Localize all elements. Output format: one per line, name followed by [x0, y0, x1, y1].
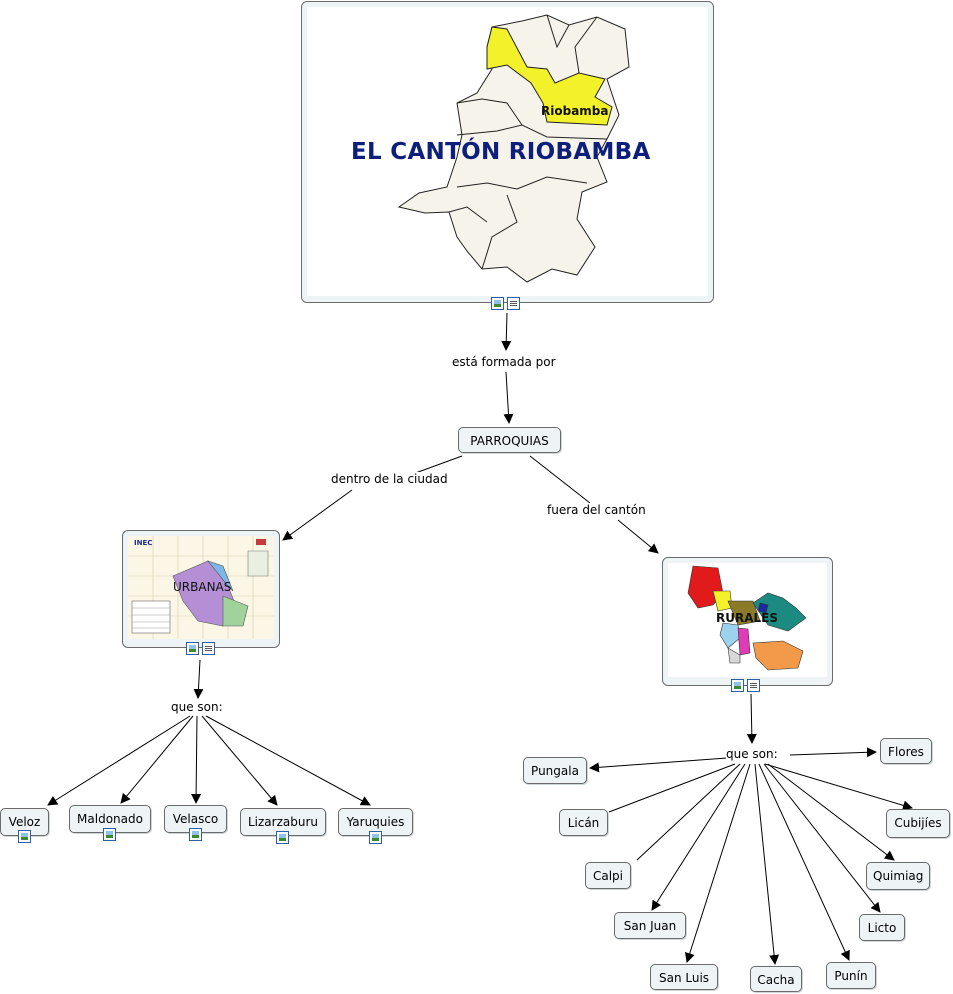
- parish-lizarzaburu[interactable]: Lizarzaburu: [240, 808, 326, 836]
- link-label-formed-by: está formada por: [452, 355, 556, 369]
- parish-cubijies[interactable]: Cubijíes: [886, 809, 950, 838]
- canton-map-image: [397, 14, 630, 283]
- image-resource-icon[interactable]: [369, 831, 382, 844]
- rurales-map-image: [687, 565, 807, 671]
- urbanas-map-image: INEC: [128, 536, 274, 639]
- canton-riobamba-map-node[interactable]: Riobamba: [301, 1, 714, 303]
- parish-calpi[interactable]: Calpi: [585, 862, 631, 889]
- urbanas-image-label: URBANAS: [173, 580, 232, 594]
- parish-lican[interactable]: Licán: [559, 809, 608, 836]
- map-highlight-label: Riobamba: [541, 104, 609, 118]
- image-resource-icon[interactable]: [276, 831, 289, 844]
- parish-flores[interactable]: Flores: [880, 738, 932, 764]
- image-resource-icon[interactable]: [731, 679, 744, 692]
- parroquias-node[interactable]: PARROQUIAS: [458, 427, 561, 453]
- image-resource-icon[interactable]: [186, 642, 199, 655]
- parish-licto[interactable]: Licto: [859, 914, 905, 941]
- urbanas-map-node[interactable]: INEC URBANAS: [122, 530, 280, 648]
- link-label-urbanas-que-son: que son:: [171, 700, 223, 714]
- parish-san-juan[interactable]: San Juan: [614, 912, 686, 939]
- link-label-rurales-que-son: que son:: [726, 747, 778, 761]
- rurales-map-node[interactable]: RURALES: [662, 557, 833, 686]
- parish-quimiag[interactable]: Quimiag: [866, 862, 930, 890]
- link-label-inside-city: dentro de la ciudad: [331, 472, 448, 486]
- parish-veloz[interactable]: Veloz: [0, 808, 49, 836]
- link-label-outside-canton: fuera del cantón: [547, 503, 646, 517]
- document-resource-icon[interactable]: [747, 679, 760, 692]
- parish-punin[interactable]: Punín: [826, 962, 876, 989]
- image-resource-icon[interactable]: [491, 297, 504, 310]
- image-resource-icon[interactable]: [189, 828, 202, 841]
- rurales-image-label: RURALES: [716, 611, 778, 625]
- svg-text:INEC: INEC: [134, 539, 152, 547]
- document-resource-icon[interactable]: [507, 297, 520, 310]
- parish-cacha[interactable]: Cacha: [750, 966, 802, 992]
- document-resource-icon[interactable]: [202, 642, 215, 655]
- parish-san-luis[interactable]: San Luis: [650, 964, 718, 990]
- image-resource-icon[interactable]: [103, 828, 116, 841]
- image-resource-icon[interactable]: [18, 830, 31, 843]
- canton-title: EL CANTÓN RIOBAMBA: [351, 139, 651, 165]
- parish-pungala[interactable]: Pungala: [523, 757, 587, 784]
